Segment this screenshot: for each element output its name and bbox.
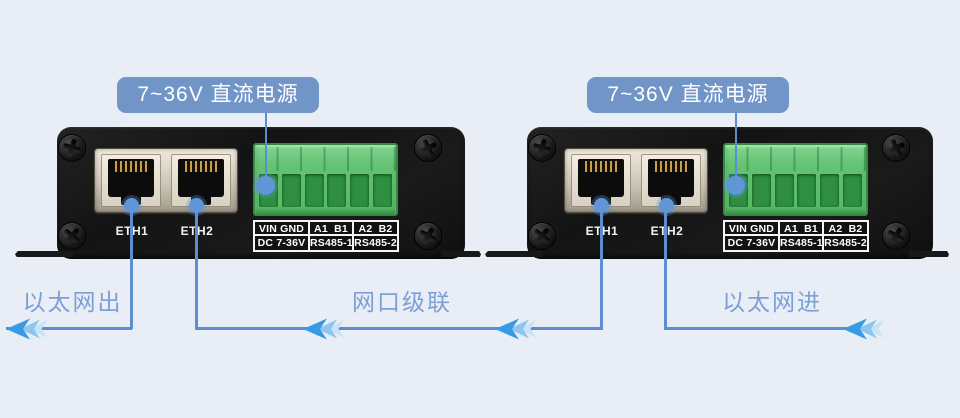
screw-icon	[883, 223, 909, 249]
terminal-slots	[727, 172, 864, 209]
ethernet-in-label: 以太网进	[722, 289, 822, 315]
eth1-port	[101, 154, 161, 207]
terminal-seams	[725, 147, 866, 171]
vin-connection-point	[256, 176, 275, 195]
terminal-screw-icon	[846, 178, 859, 205]
eth2-connection-point	[189, 198, 204, 213]
eth2-connection-point	[659, 198, 674, 213]
ethernet-in-line-horizontal	[664, 327, 872, 330]
power-leader-line-left	[265, 112, 267, 188]
terminal-block	[723, 143, 868, 216]
arrow-left-icon	[843, 318, 884, 340]
eth2-port	[171, 154, 231, 207]
eth2-port-label: ETH2	[650, 224, 684, 238]
power-leader-line-right	[735, 112, 737, 188]
terminal-b2	[373, 174, 393, 207]
power-terminal-labels: VIN GND DC 7-36V	[253, 220, 310, 252]
terminal-a1	[304, 174, 324, 207]
terminal-label: VIN GND	[725, 222, 778, 236]
eth2-port	[641, 154, 701, 207]
rj45-dual-jack	[94, 148, 238, 213]
terminal-screw-icon	[778, 178, 791, 205]
cascade-line-horizontal	[195, 327, 603, 330]
terminal-b1	[797, 174, 817, 207]
terminal-label: A2 B2	[354, 222, 397, 236]
vin-connection-point	[726, 176, 745, 195]
terminal-b1	[327, 174, 347, 207]
ethernet-out-label: 以太网出	[22, 289, 123, 315]
terminal-label: DC 7-36V	[727, 237, 776, 249]
terminal-label-strip: VIN GND DC 7-36V A1 B1 RS485-1 A2 B2 RS4…	[723, 220, 869, 252]
rs485-2-terminal-labels: A2 B2 RS485-2	[352, 220, 399, 252]
terminal-a2	[350, 174, 370, 207]
cascade-label: 网口级联	[352, 289, 452, 315]
terminal-label-strip: VIN GND DC 7-36V A1 B1 RS485-1 A2 B2 RS4…	[253, 220, 399, 252]
arrow-left-icon	[303, 318, 344, 340]
ethernet-out-line-horizontal	[6, 327, 132, 330]
screw-icon	[59, 223, 85, 249]
mount-flange-icon	[485, 251, 543, 257]
arrow-left-icon	[6, 318, 47, 340]
terminal-b2	[843, 174, 863, 207]
mount-flange-icon	[909, 251, 949, 257]
terminal-gnd	[751, 174, 771, 207]
rj45-opening-icon	[648, 159, 694, 197]
rj45-dual-jack	[564, 148, 708, 213]
terminal-label: DC 7-36V	[257, 237, 306, 249]
terminal-screw-icon	[353, 178, 366, 205]
screw-icon	[415, 223, 441, 249]
terminal-label: RS485-1	[780, 237, 823, 249]
terminal-screw-icon	[308, 178, 321, 205]
terminal-screw-icon	[330, 178, 343, 205]
terminal-slots	[257, 172, 394, 209]
terminal-screw-icon	[376, 178, 389, 205]
screw-icon	[415, 135, 441, 161]
screw-icon	[529, 223, 555, 249]
screw-icon	[529, 135, 555, 161]
terminal-label: RS485-2	[354, 237, 397, 249]
terminal-a1	[774, 174, 794, 207]
power-badge-right: 7~36V 直流电源	[587, 77, 789, 113]
terminal-label: A1 B1	[780, 222, 822, 236]
screw-icon	[59, 135, 85, 161]
mount-flange-icon	[15, 251, 73, 257]
eth1-connection-point	[594, 198, 609, 213]
terminal-label: A2 B2	[824, 222, 867, 236]
rs485-2-terminal-labels: A2 B2 RS485-2	[822, 220, 869, 252]
terminal-label: RS485-1	[310, 237, 353, 249]
ethernet-in-line-vertical	[664, 208, 667, 329]
terminal-label: RS485-2	[824, 237, 867, 249]
terminal-screw-icon	[285, 178, 298, 205]
cascade-line-vertical-right	[600, 208, 603, 329]
terminal-label: VIN GND	[255, 222, 308, 236]
arrow-left-icon	[495, 318, 536, 340]
terminal-block	[253, 143, 398, 216]
power-terminal-labels: VIN GND DC 7-36V	[723, 220, 780, 252]
power-badge-left: 7~36V 直流电源	[117, 77, 319, 113]
terminal-screw-icon	[823, 178, 836, 205]
terminal-gnd	[281, 174, 301, 207]
rs485-1-terminal-labels: A1 B1 RS485-1	[778, 220, 824, 252]
screw-icon	[883, 135, 909, 161]
rj45-opening-icon	[178, 159, 224, 197]
terminal-screw-icon	[755, 178, 768, 205]
ethernet-out-line-vertical	[130, 208, 133, 329]
mount-flange-icon	[441, 251, 481, 257]
terminal-a2	[820, 174, 840, 207]
cascade-line-vertical-left	[195, 208, 198, 329]
rs485-1-terminal-labels: A1 B1 RS485-1	[308, 220, 354, 252]
terminal-seams	[255, 147, 396, 171]
terminal-screw-icon	[800, 178, 813, 205]
rj45-opening-icon	[578, 159, 624, 197]
eth1-connection-point	[124, 198, 139, 213]
terminal-label: A1 B1	[310, 222, 352, 236]
rj45-opening-icon	[108, 159, 154, 197]
